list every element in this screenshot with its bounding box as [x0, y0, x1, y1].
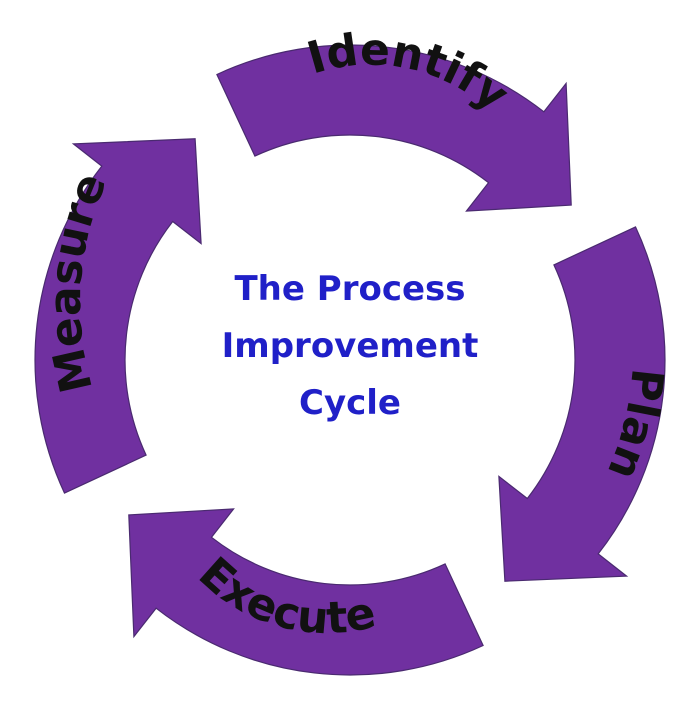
- arrow-execute: [128, 508, 484, 676]
- arrow-plan: [498, 226, 666, 582]
- center-title-line-1: The Process: [234, 269, 465, 309]
- center-title-line-3: Cycle: [299, 383, 401, 423]
- arrow-measure: [34, 138, 202, 494]
- center-title: The Process Improvement Cycle: [222, 269, 479, 423]
- center-title-line-2: Improvement: [222, 326, 479, 366]
- arrow-identify: [216, 44, 572, 212]
